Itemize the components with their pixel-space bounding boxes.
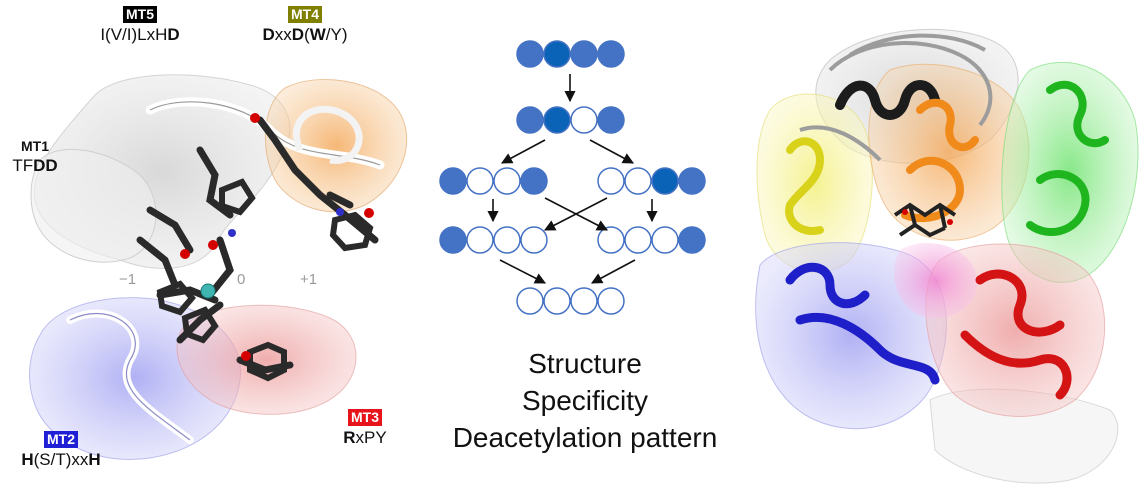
pattern-arrow-2: [501, 139, 546, 164]
blue-helix: [785, 262, 940, 385]
pattern-row-3-unit-2: [466, 167, 494, 195]
mt3-sequence: RxPY: [343, 428, 387, 447]
mt3-badge: MT3: [348, 409, 382, 426]
pattern-row-6-unit-4: [678, 226, 706, 254]
protein-cartoon-structure: [755, 28, 1139, 484]
caption-deacetylation-pattern: Deacetylation pattern: [452, 422, 718, 453]
pattern-row-2-unit-2: [543, 106, 571, 134]
mt1-grey-surface-lower: [30, 148, 157, 263]
black-helix: [835, 80, 940, 120]
blue-ribbon-outline: [69, 312, 191, 441]
mt2-badge: MT2: [44, 431, 78, 448]
tyrosine-ring: [247, 341, 287, 382]
pattern-row-1-unit-2: [543, 40, 571, 68]
pattern-row-7-unit-3: [570, 287, 598, 315]
pattern-row-2-unit-1: [516, 106, 544, 134]
pattern-row-3-unit-1: [439, 167, 467, 195]
mt5-label: MT5 I(V/I)LxHD: [80, 6, 200, 45]
pattern-row-4-unit-4: [678, 167, 706, 195]
pattern-row-7-unit-2: [543, 287, 571, 315]
pattern-row-7-unit-1: [516, 287, 544, 315]
caption-specificity: Specificity: [521, 385, 649, 416]
pattern-row-6-unit-2: [624, 226, 652, 254]
pattern-row-1-unit-4: [597, 40, 625, 68]
mt2-sequence: H(S/T)xxH: [21, 450, 101, 469]
deacetylation-pattern-scheme: [439, 40, 706, 315]
mt2-label: MT2 H(S/T)xxH: [6, 431, 116, 470]
grey-loops: [799, 33, 993, 162]
pattern-row-7-unit-4: [597, 287, 625, 315]
mt5-badge: MT5: [123, 6, 157, 23]
subsite-zero: 0: [237, 271, 246, 288]
pattern-row-6-unit-3: [651, 226, 679, 254]
pattern-row-3-unit-3: [493, 167, 521, 195]
mt4-badge: MT4: [288, 6, 322, 23]
pattern-row-1-unit-1: [516, 40, 544, 68]
pattern-arrow-3: [589, 139, 634, 164]
orange-helix: [901, 98, 979, 223]
pattern-row-5-unit-1: [439, 226, 467, 254]
nitrogen-atoms: [228, 208, 344, 237]
ligand-sticks: [893, 202, 957, 238]
mt1-badge: MT1: [21, 138, 49, 154]
tryptophan-ring: [329, 211, 374, 252]
pattern-row-4-unit-3: [651, 167, 679, 195]
pattern-arrow-8: [499, 259, 546, 284]
pattern-row-2-unit-4: [597, 106, 625, 134]
histidine-ring-mt5: [219, 178, 256, 216]
mt4-sequence: DxxD(W/Y): [262, 25, 348, 44]
caption-structure: Structure: [528, 348, 642, 379]
yellow-helix: [785, 137, 825, 235]
histidine-ring-mt2-a: [156, 280, 196, 316]
mt3-label: MT3 RxPY: [330, 409, 400, 448]
active-site-structure: [29, 74, 408, 460]
mt1-label: MT1 TFDD: [4, 138, 66, 176]
mt5-sequence: I(V/I)LxHD: [100, 25, 180, 44]
red-helix: [960, 269, 1072, 400]
pattern-row-3-unit-4: [520, 167, 548, 195]
pattern-row-2-unit-3: [570, 106, 598, 134]
pattern-row-1-unit-3: [570, 40, 598, 68]
mt3-red-surface: [176, 304, 357, 415]
subsite-minus1: −1: [119, 271, 137, 288]
pattern-row-4-unit-2: [624, 167, 652, 195]
pattern-arrow-9: [591, 259, 636, 284]
subsite-plus1: +1: [300, 271, 318, 288]
oxygen-atoms: [180, 113, 374, 361]
white-helix-loop: [292, 105, 363, 164]
pattern-row-5-unit-4: [520, 226, 548, 254]
mt4-label: MT4 DxxD(W/Y): [240, 6, 370, 45]
pattern-row-6-unit-1: [597, 226, 625, 254]
metal-ion: [200, 283, 216, 299]
histidine-ring-mt2-b: [181, 306, 219, 344]
pattern-row-5-unit-2: [466, 226, 494, 254]
pattern-row-4-unit-1: [597, 167, 625, 195]
mt1-sequence: TFDD: [12, 156, 58, 175]
ligand-oxygens: [902, 209, 953, 225]
pink-surface: [894, 242, 978, 319]
pattern-arrow-7: [544, 197, 608, 231]
green-helix: [1026, 80, 1109, 237]
pattern-row-5-unit-3: [493, 226, 521, 254]
